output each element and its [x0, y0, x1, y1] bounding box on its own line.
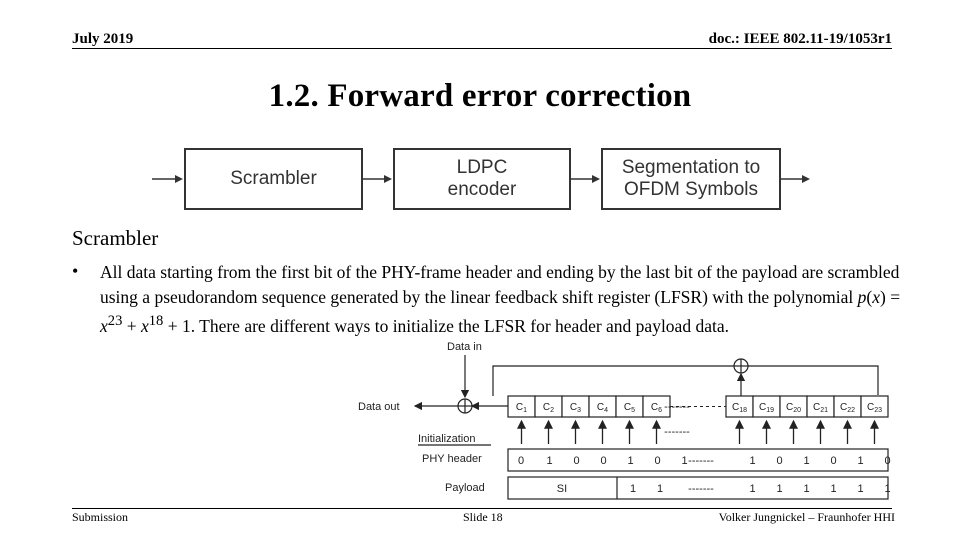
flow-block-ldpc-label: LDPC encoder — [447, 157, 517, 200]
lfsr-payload-bit-right-5: 1 — [857, 483, 863, 495]
bullet-paragraph: All data starting from the first bit of … — [100, 262, 901, 336]
flow-block-ldpc: LDPC encoder — [393, 148, 571, 210]
poly-x: x — [872, 286, 880, 307]
lfsr-cell-dashes: ------- — [664, 401, 690, 413]
header-rule — [72, 48, 892, 49]
lfsr-cell-right-label-5: C22 — [840, 402, 855, 414]
lfsr-data-in-label: Data in — [447, 341, 482, 353]
bullet-marker: • — [72, 261, 79, 281]
lfsr-phy-bit-right-2: 0 — [776, 455, 782, 467]
lfsr-phy-bit-right-3: 1 — [803, 455, 809, 467]
flow-block-scrambler-label: Scrambler — [230, 168, 317, 190]
flow-arrow-out — [781, 175, 810, 183]
lfsr-phy-label: PHY header — [422, 453, 482, 465]
flow-block-segmentation: Segmentation to OFDM Symbols — [601, 148, 781, 210]
footer-slide-number: Slide 18 — [463, 510, 503, 524]
lfsr-cell-left-label-6: C6 — [651, 402, 662, 414]
lfsr-phy-bit-right-6: 0 — [884, 455, 890, 467]
poly-x-term2: x — [140, 315, 149, 336]
lfsr-payload-bit-left-1: 1 — [630, 483, 636, 495]
lfsr-cell-right-label-4: C21 — [813, 402, 828, 414]
lfsr-payload-dashes: ------- — [688, 483, 714, 495]
lfsr-phy-bit-left-6: 0 — [654, 455, 660, 467]
lfsr-cell-right-label-1: C18 — [732, 402, 747, 414]
bullet-text-a: All data starting from the first bit of … — [100, 262, 900, 307]
lfsr-cell-left-label-4: C4 — [597, 402, 608, 414]
lfsr-init-dashes: ------- — [664, 426, 690, 438]
flow-block-segmentation-label: Segmentation to OFDM Symbols — [621, 157, 761, 200]
lfsr-phy-dashes: ------- — [688, 455, 714, 467]
footer-submission: Submission — [72, 510, 129, 524]
lfsr-phy-bit-left-1: 0 — [518, 455, 524, 467]
bullet-text-b: . There are different ways to initialize… — [190, 315, 729, 336]
poly-exp-23: 23 — [107, 313, 123, 329]
lfsr-init-label: Initialization — [418, 433, 475, 445]
lfsr-phy-bit-left-2: 1 — [546, 455, 552, 467]
flow-arrow-in — [152, 175, 183, 183]
header-doc-id: doc.: IEEE 802.11-19/1053r1 — [708, 31, 892, 47]
poly-exp-18: 18 — [148, 313, 164, 329]
lfsr-diagram: Data in Data out C1 C2 C3 C4 C5 C6 ------- C1… — [358, 341, 891, 500]
poly-x-term1: x — [100, 315, 108, 336]
lfsr-cell-left-label-5: C5 — [624, 402, 635, 414]
lfsr-payload-bit-right-4: 1 — [830, 483, 836, 495]
flow-block-scrambler: Scrambler — [184, 148, 363, 210]
lfsr-payload-bit-right-2: 1 — [776, 483, 782, 495]
poly-eq: = — [885, 286, 901, 307]
lfsr-feedback-loop — [492, 365, 879, 396]
lfsr-phy-bit-left-3: 0 — [573, 455, 579, 467]
lfsr-cell-right-6 — [860, 395, 889, 418]
lfsr-phy-bit-right-5: 1 — [857, 455, 863, 467]
lfsr-cell-left-label-3: C3 — [570, 402, 581, 414]
lfsr-phy-bit-left-4: 0 — [600, 455, 606, 467]
lfsr-payload-si: SI — [557, 483, 567, 495]
header-date: July 2019 — [72, 31, 134, 47]
lfsr-data-out-label: Data out — [358, 401, 400, 413]
lfsr-payload-bit-left-2: 1 — [657, 483, 663, 495]
lfsr-cell-left-label-2: C2 — [543, 402, 554, 414]
lfsr-payload-bit-right-6: 1 — [884, 483, 890, 495]
footer-author: Volker Jungnickel – Fraunhofer HHI — [718, 510, 895, 524]
lfsr-cell-right-label-3: C20 — [786, 402, 801, 414]
slide-title: 1.2. Forward error correction — [268, 78, 692, 114]
lfsr-cell-right-label-6: C23 — [867, 402, 882, 414]
lfsr-phy-bit-left-7: 1 — [681, 455, 687, 467]
lfsr-payload-label: Payload — [445, 482, 485, 494]
lfsr-cell-right-label-2: C19 — [759, 402, 774, 414]
poly-plus: + — [122, 315, 141, 336]
poly-p: p — [857, 286, 867, 307]
lfsr-phy-row — [507, 448, 889, 472]
lfsr-phy-bit-left-5: 1 — [627, 455, 633, 467]
footer-rule — [72, 508, 892, 509]
poly-tail: + 1 — [163, 315, 191, 336]
section-heading: Scrambler — [72, 226, 159, 250]
lfsr-phy-bit-right-1: 1 — [749, 455, 755, 467]
lfsr-payload-bit-right-1: 1 — [749, 483, 755, 495]
flow-arrow-1 — [363, 175, 392, 183]
lfsr-payload-row — [507, 476, 889, 500]
lfsr-cell-left-label-1: C1 — [516, 402, 527, 414]
lfsr-phy-bit-right-4: 0 — [830, 455, 836, 467]
flow-arrow-2 — [571, 175, 600, 183]
lfsr-payload-bit-right-3: 1 — [803, 483, 809, 495]
